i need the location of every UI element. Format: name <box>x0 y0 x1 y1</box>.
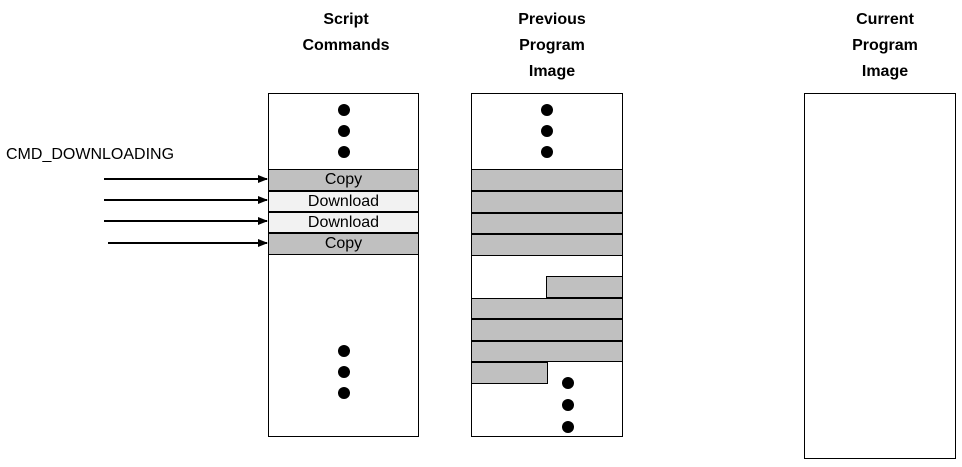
header-line: Image <box>528 63 576 80</box>
command-copy: Copy <box>268 169 419 191</box>
ellipsis-dot <box>338 345 350 357</box>
header-line: Program <box>852 37 918 54</box>
ellipsis-dot <box>541 104 553 116</box>
ellipsis-dot <box>541 125 553 137</box>
header-current-program-image: Current Program Image <box>825 7 945 85</box>
command-copy: Copy <box>268 233 419 255</box>
current-program-image-box <box>804 93 956 459</box>
ellipsis-dot <box>562 421 574 433</box>
ellipsis-dot <box>338 366 350 378</box>
image-block <box>471 169 623 191</box>
command-download: Download <box>268 191 419 212</box>
image-block <box>471 213 623 234</box>
cmd-downloading-label: CMD_DOWNLOADING <box>6 146 175 163</box>
header-script-commands: Script Commands <box>286 7 406 59</box>
ellipsis-dot <box>338 387 350 399</box>
image-block <box>471 191 623 213</box>
command-download: Download <box>268 212 419 233</box>
image-block <box>471 319 623 341</box>
header-line: Current <box>856 11 914 28</box>
image-block <box>471 298 623 319</box>
image-block <box>471 234 623 256</box>
image-block <box>471 362 548 384</box>
header-line: Image <box>861 63 909 80</box>
ellipsis-dot <box>338 146 350 158</box>
ellipsis-dot <box>562 377 574 389</box>
header-line: Previous <box>518 11 586 28</box>
image-block <box>471 341 623 362</box>
ellipsis-dot <box>338 104 350 116</box>
ellipsis-dot <box>541 146 553 158</box>
image-block <box>546 276 623 298</box>
header-line: Script <box>323 11 369 28</box>
script-commands-box: Copy Download Download Copy <box>268 93 419 437</box>
ellipsis-dot <box>562 399 574 411</box>
previous-program-image-box <box>471 93 623 437</box>
ellipsis-dot <box>338 125 350 137</box>
header-line: Program <box>519 37 585 54</box>
header-line: Commands <box>302 37 390 54</box>
header-previous-program-image: Previous Program Image <box>492 7 612 85</box>
